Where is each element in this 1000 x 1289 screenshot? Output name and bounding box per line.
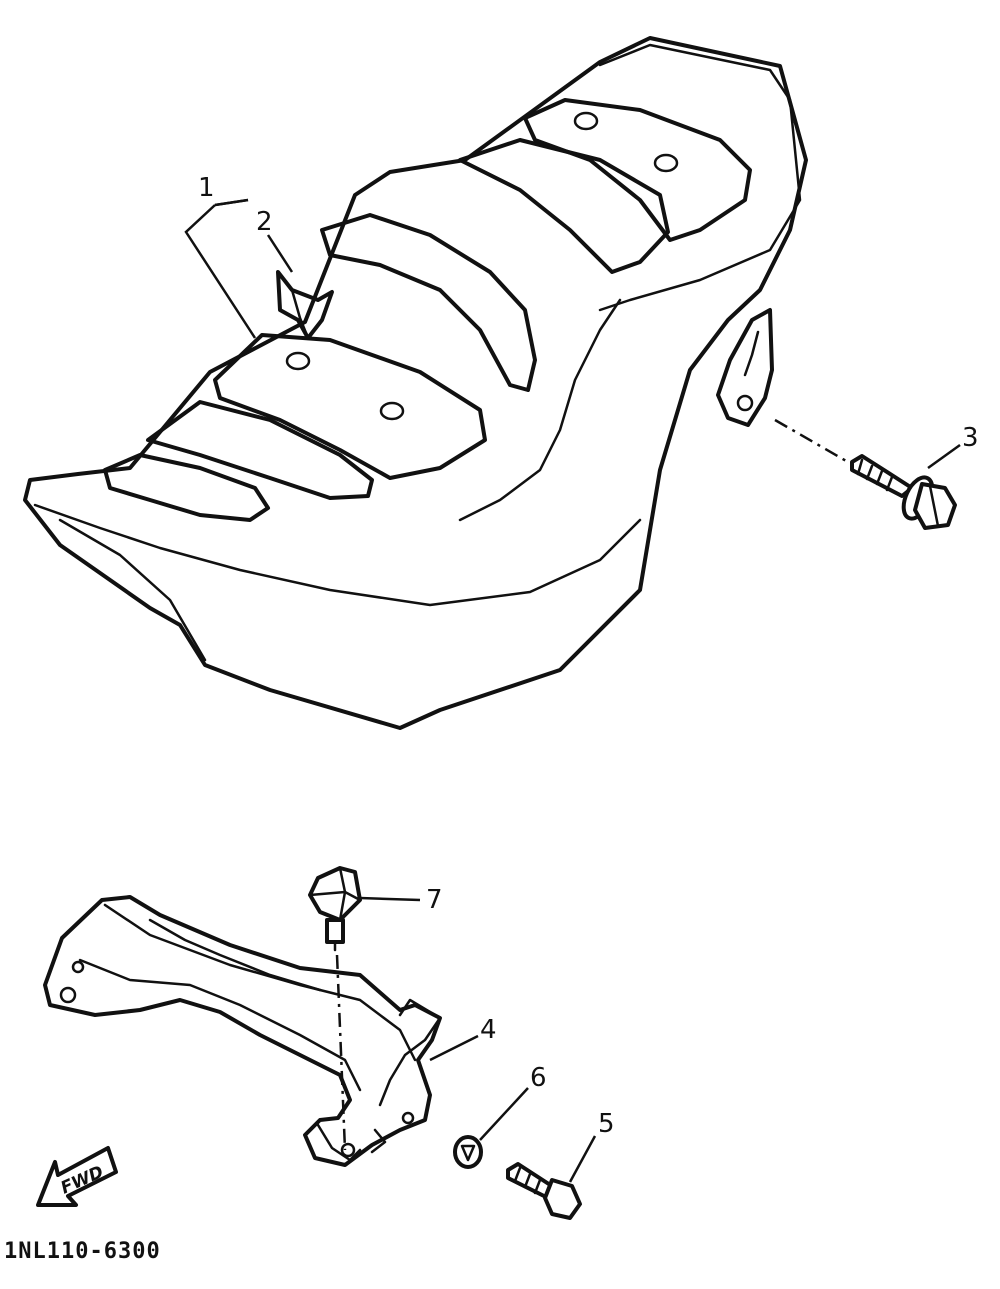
- diagram-code: 1NL110-6300: [4, 1239, 161, 1264]
- bolt-icon: [506, 1162, 582, 1220]
- callout-3: 3: [962, 423, 979, 453]
- nut-icon: [453, 1135, 483, 1169]
- leader-lines: [184, 198, 961, 1183]
- seat-assembly-icon: [23, 36, 808, 730]
- seat-strap-icon: [276, 270, 334, 340]
- callout-7: 7: [426, 885, 443, 915]
- callout-1: 1: [198, 173, 215, 203]
- callout-5: 5: [598, 1109, 615, 1139]
- forward-arrow-icon: FWD: [36, 1146, 118, 1207]
- callout-2: 2: [256, 207, 273, 237]
- callout-4: 4: [480, 1015, 497, 1045]
- seat-bracket-icon: [43, 895, 442, 1167]
- damper-icon: [308, 866, 362, 1151]
- callout-6: 6: [530, 1063, 547, 1093]
- flange-bolt-icon: [850, 454, 957, 530]
